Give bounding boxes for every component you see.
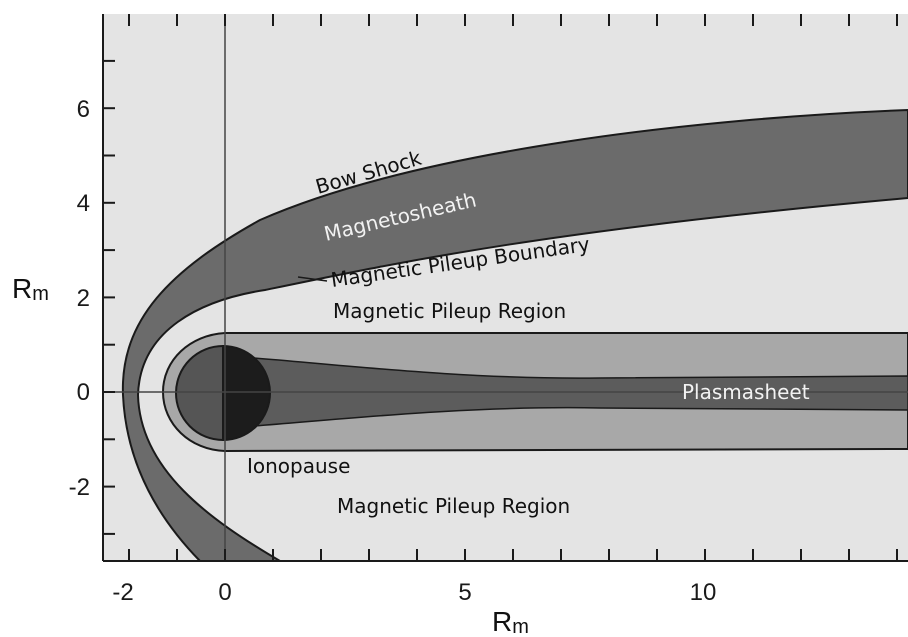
pileup-boundary-pointer [297,276,328,282]
x-tick-label: 5 [458,579,471,606]
x-tick-label: 10 [690,579,717,606]
y-tick-label: 0 [77,379,90,406]
planet-nightside [222,344,271,442]
y-tick-label: -2 [69,474,90,501]
x-axis-title: Rm [492,606,529,637]
planet-dayside [175,344,224,442]
y-tick-label: 6 [77,96,90,123]
plasmasheet-label: Plasmasheet [682,380,810,404]
x-tick-label: -2 [112,579,133,606]
x-tick-label: 0 [218,579,231,606]
axis-ticks [103,14,898,561]
y-axis-title: Rm [12,273,49,305]
y-tick-label: 4 [77,190,90,217]
y-tick-label: 2 [77,285,90,312]
ionopause-label: Ionopause [247,454,350,478]
pileup-region-upper-label: Magnetic Pileup Region [333,299,566,323]
pileup-region-lower-label: Magnetic Pileup Region [337,494,570,518]
